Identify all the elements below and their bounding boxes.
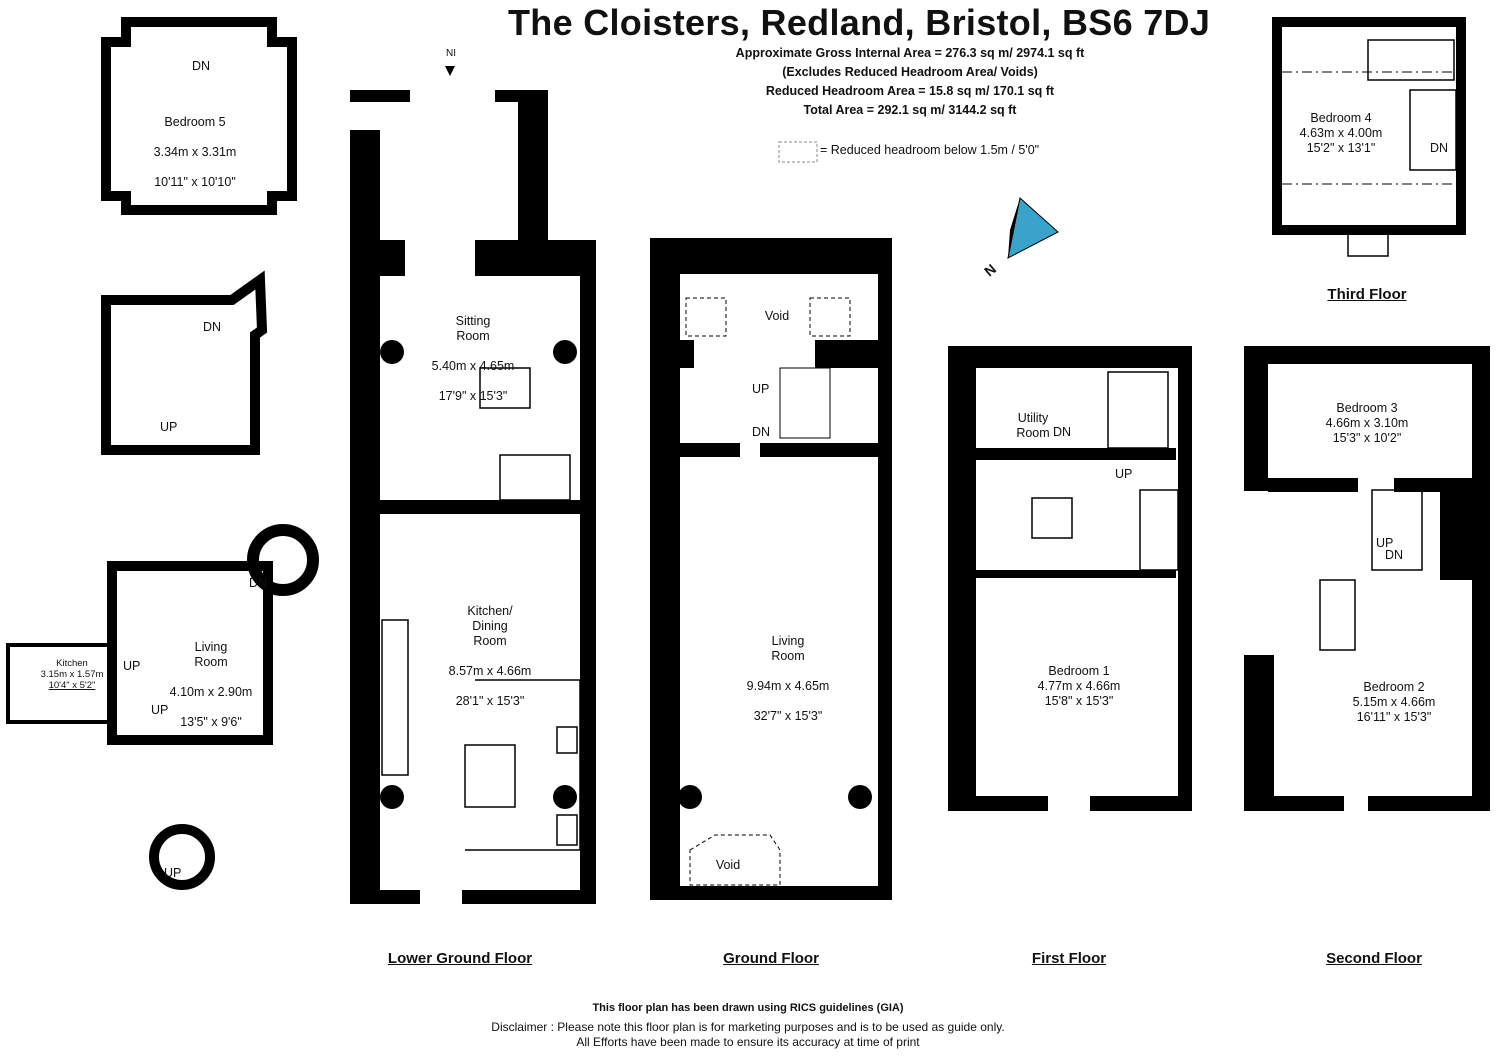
- room-imperial: 15'8" x 15'3": [1044, 694, 1114, 708]
- stair-dn-tag: DN: [192, 59, 211, 73]
- room-bedroom5: Bedroom 5 3.34m x 3.31m 10'11" x 10'10": [154, 100, 237, 205]
- floor-label-ground: Ground Floor: [723, 950, 819, 967]
- room-utility: Utility Room: [1016, 396, 1049, 456]
- room-metric: 3.34m x 3.31m: [153, 145, 237, 159]
- compass-icon: [1007, 197, 1059, 259]
- room-name: Bedroom 1: [1048, 664, 1110, 678]
- room-metric: 3.15m x 1.57m: [40, 669, 104, 680]
- room-kitchen-dining: Kitchen/ Dining Room 8.57m x 4.66m 28'1"…: [449, 589, 532, 724]
- stair-lobby-walls: [101, 270, 268, 455]
- room-name: Living Room: [771, 634, 805, 663]
- north-arrow-icon: [445, 66, 455, 76]
- room-metric: 9.94m x 4.65m: [746, 679, 830, 693]
- stair-up-tag: UP: [1115, 467, 1133, 481]
- room-imperial: 10'4" x 5'2": [48, 680, 96, 691]
- legend-swatch: [778, 141, 818, 163]
- room-name: Kitchen/ Dining Room: [467, 604, 513, 648]
- room-name: Kitchen: [56, 658, 88, 669]
- room-void-bottom: Void: [716, 858, 740, 873]
- room-living-small: Living Room 4.10m x 2.90m 13'5" x 9'6": [170, 625, 253, 745]
- room-metric: 4.10m x 2.90m: [169, 685, 253, 699]
- room-name: Bedroom 5: [164, 115, 226, 129]
- kitchen-small-walls: [6, 643, 114, 724]
- floor-label-third: Third Floor: [1327, 286, 1407, 303]
- footer-disclaimer-1: Disclaimer : Please note this floor plan…: [491, 1020, 1005, 1034]
- footer-disclaimer-2: All Efforts have been made to ensure its…: [576, 1035, 920, 1049]
- room-name: Utility Room: [1016, 411, 1050, 440]
- stair-dn-tag: DN: [203, 320, 222, 334]
- floor-label-second: Second Floor: [1326, 950, 1422, 967]
- room-name: Void: [764, 309, 790, 323]
- north-marker-label: NI: [446, 48, 456, 59]
- room-name: Void: [715, 858, 741, 872]
- room-metric: 4.77m x 4.66m: [1037, 679, 1121, 693]
- stair-up-tag: UP: [752, 382, 770, 396]
- room-kitchen-small: Kitchen 3.15m x 1.57m 10'4" x 5'2": [41, 658, 104, 691]
- room-bedroom1: Bedroom 1 4.77m x 4.66m 15'8" x 15'3": [1038, 664, 1121, 709]
- room-imperial: 32'7" x 15'3": [753, 709, 823, 723]
- room-metric: 8.57m x 4.66m: [448, 664, 532, 678]
- area-line-4: Total Area = 292.1 sq m/ 3144.2 sq ft: [803, 103, 1017, 117]
- room-bedroom3: Bedroom 3 4.66m x 3.10m 15'3" x 10'2": [1326, 401, 1409, 446]
- spiral-tower: [247, 524, 319, 596]
- stair-dn-tag: DN: [752, 425, 771, 439]
- room-sitting: Sitting Room 5.40m x 4.65m 17'9" x 15'3": [432, 299, 515, 419]
- stair-dn-tag: DN: [249, 576, 268, 590]
- stair-up-tag: UP: [123, 659, 141, 673]
- room-imperial: 15'3" x 10'2": [1332, 431, 1402, 445]
- room-name: Sitting Room: [455, 314, 491, 343]
- legend-text: = Reduced headroom below 1.5m / 5'0": [820, 143, 1040, 157]
- stair-up-tag: UP: [160, 420, 178, 434]
- area-line-2: (Excludes Reduced Headroom Area/ Voids): [782, 65, 1038, 79]
- spiral-stair-small: [149, 824, 215, 890]
- room-metric: 4.66m x 3.10m: [1325, 416, 1409, 430]
- stair-dn-tag: DN: [1053, 425, 1072, 439]
- stair-dn-tag: DN: [1430, 141, 1449, 155]
- floor-label-lower-ground: Lower Ground Floor: [387, 950, 533, 967]
- stair-dn-tag: DN: [1385, 548, 1404, 562]
- room-metric: 4.63m x 4.00m: [1299, 126, 1383, 140]
- room-living-ground: Living Room 9.94m x 4.65m 32'7" x 15'3": [747, 619, 830, 739]
- footer-rics: This floor plan has been drawn using RIC…: [592, 1002, 904, 1014]
- stair-up-tag: UP: [164, 866, 182, 880]
- stair-up-tag: UP: [151, 703, 169, 717]
- floor-label-first: First Floor: [1031, 950, 1107, 967]
- room-bedroom2: Bedroom 2 5.15m x 4.66m 16'11" x 15'3": [1353, 680, 1436, 725]
- room-imperial: 15'2" x 13'1": [1306, 141, 1376, 155]
- room-bedroom4: Bedroom 4 4.63m x 4.00m 15'2" x 13'1": [1300, 111, 1383, 156]
- room-metric: 5.40m x 4.65m: [431, 359, 515, 373]
- room-name: Bedroom 4: [1310, 111, 1372, 125]
- room-metric: 5.15m x 4.66m: [1352, 695, 1436, 709]
- room-name: Bedroom 2: [1363, 680, 1425, 694]
- room-imperial: 13'5" x 9'6": [180, 715, 242, 729]
- room-imperial: 10'11" x 10'10": [154, 175, 236, 189]
- room-void-top: Void: [765, 309, 789, 324]
- area-line-1: Approximate Gross Internal Area = 276.3 …: [735, 46, 1085, 60]
- room-imperial: 16'11" x 15'3": [1356, 710, 1432, 724]
- room-imperial: 17'9" x 15'3": [438, 389, 508, 403]
- room-name: Bedroom 3: [1336, 401, 1398, 415]
- stair-up-tag: UP: [1376, 536, 1394, 550]
- bedroom5-walls: [101, 17, 297, 215]
- page-title: The Cloisters, Redland, Bristol, BS6 7DJ: [508, 2, 1211, 43]
- room-name: Living Room: [194, 640, 228, 669]
- area-line-3: Reduced Headroom Area = 15.8 sq m/ 170.1…: [765, 84, 1055, 98]
- room-imperial: 28'1" x 15'3": [455, 694, 525, 708]
